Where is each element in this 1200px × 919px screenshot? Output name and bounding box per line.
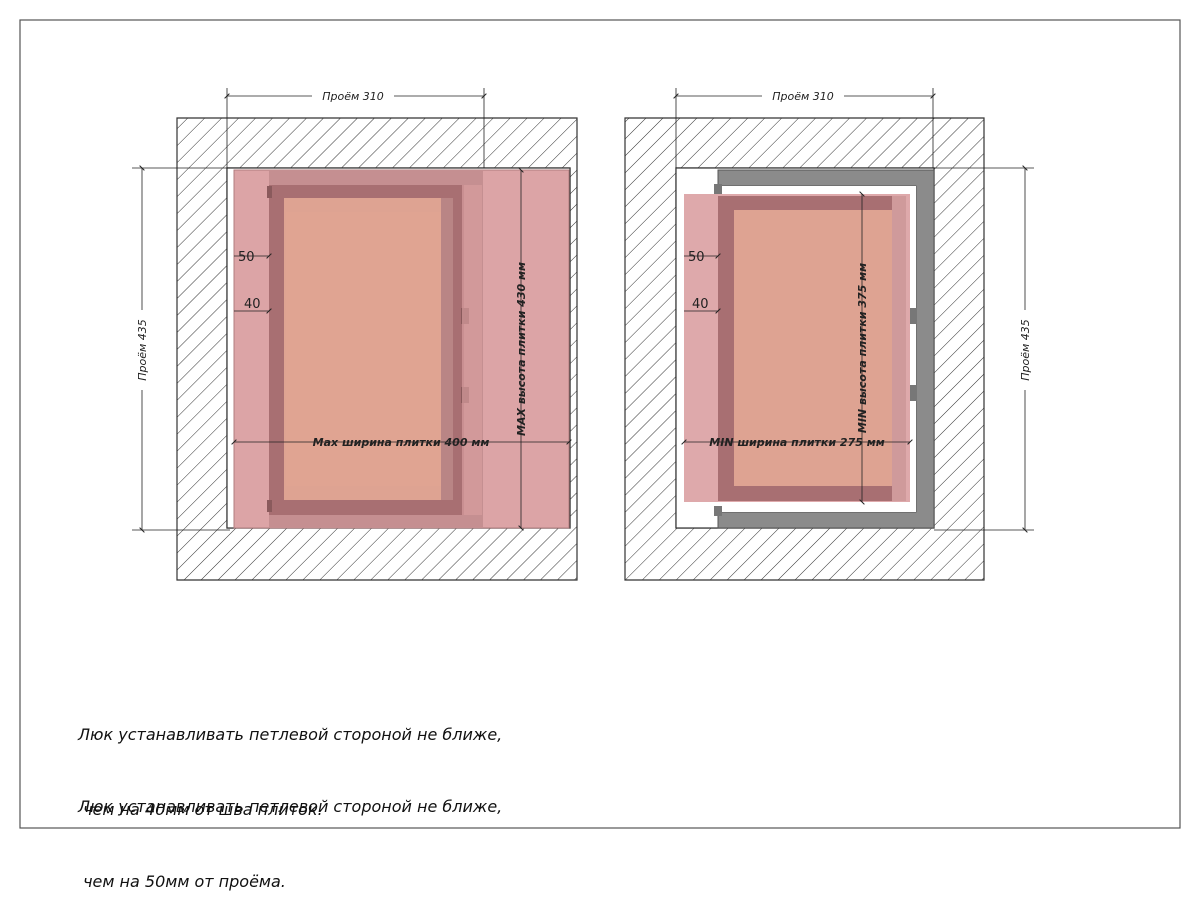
note-1-line-1: Люк устанавливать петлевой стороной не б… [78,725,503,744]
left-hinge-bottom [267,500,272,512]
right-lock-bottom [910,385,917,401]
left-view: Проём 310 Проём 435 50 40 Max ширина пли… [132,88,578,581]
right-tile-height-label: MIN высота плитки 375 мм [856,263,869,433]
right-opening-width-label: Проём 310 [772,90,834,103]
right-hinge-bottom [714,506,722,516]
left-opening-height-label: Проём 435 [136,319,149,381]
right-tile-width-label: MIN ширина плитки 275 мм [709,436,884,449]
note-1: Люк устанавливать петлевой стороной не б… [78,672,502,847]
left-hinge-top [267,186,272,198]
drawing-sheet: Проём 310 Проём 435 50 40 Max ширина пли… [19,19,1181,829]
left-dim-50: 50 [238,250,255,265]
right-opening-height-label: Проём 435 [1019,319,1032,381]
left-dim-40: 40 [244,297,261,312]
right-door-rim [892,196,906,501]
note-2: Люк устанавливать петлевой стороной не б… [78,744,502,919]
right-dim-40: 40 [692,297,709,312]
left-opening-width-label: Проём 310 [322,90,384,103]
right-hinge-top [714,184,722,194]
note-2-line-1: Люк устанавливать петлевой стороной не б… [78,797,503,816]
left-door-rim [441,198,453,500]
right-lock-top [910,308,917,324]
left-tile-height-label: MAX высота плитки 430 мм [515,262,528,436]
sheet-frame [19,19,1181,829]
left-tile-edge [462,185,482,515]
note-2-line-2: чем на 50мм от проёма. [78,872,286,891]
right-view: Проём 310 Проём 435 50 40 MIN ширина пли… [624,88,1034,581]
left-tile-width-label: Max ширина плитки 400 мм [313,436,490,449]
note-1-line-2: чем на 40мм от шва плиток. [78,800,323,819]
right-dim-50: 50 [688,250,705,265]
